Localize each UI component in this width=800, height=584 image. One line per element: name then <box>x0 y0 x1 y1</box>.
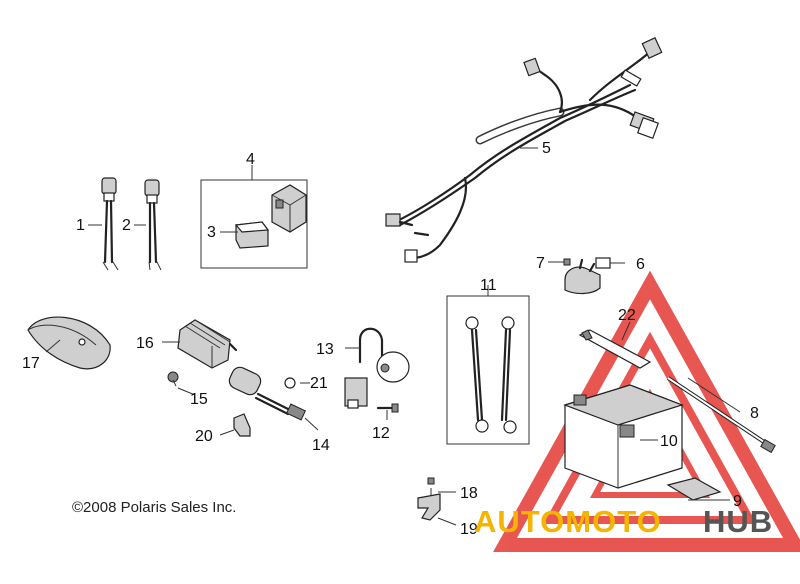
callout-6: 6 <box>636 256 645 273</box>
callout-1: 1 <box>76 217 85 234</box>
callout-8: 8 <box>750 405 759 422</box>
part-19-clamp <box>417 493 441 521</box>
watermark-text-secondary: HUB <box>703 504 773 539</box>
part-18-nut <box>427 477 435 496</box>
part-13-ignition-coil <box>344 327 410 409</box>
callout-labels: 1 2 3 4 5 6 7 8 9 10 11 12 13 14 15 16 1… <box>22 140 759 538</box>
watermark-text-primary: AUTOMOTO <box>474 504 662 539</box>
callout-22: 22 <box>618 307 636 324</box>
callout-5: 5 <box>542 140 551 157</box>
part-22-battery-strap <box>578 329 652 369</box>
part-6-starter-solenoid <box>564 257 611 295</box>
callout-16: 16 <box>136 335 154 352</box>
callout-19: 19 <box>460 521 478 538</box>
callout-10: 10 <box>660 433 678 450</box>
part-21-o-ring <box>284 377 296 389</box>
callout-15: 15 <box>190 391 208 408</box>
callout-18: 18 <box>460 485 478 502</box>
callout-14: 14 <box>312 437 330 454</box>
callout-11: 11 <box>480 277 497 294</box>
part-15-bolt <box>167 371 179 387</box>
callout-21: 21 <box>310 375 328 392</box>
part-7-nut <box>563 258 571 266</box>
part-16-voltage-regulator <box>177 319 238 369</box>
copyright-text: ©2008 Polaris Sales Inc. <box>72 499 236 516</box>
part-12-screw <box>376 403 399 413</box>
callout-20: 20 <box>195 428 213 445</box>
leader-lines <box>45 147 741 526</box>
callout-9: 9 <box>733 493 742 510</box>
part-5-main-harness <box>385 36 663 263</box>
kit-box-4 <box>200 179 308 269</box>
part-11-battery-cables <box>465 316 517 434</box>
part-1-harness <box>101 177 119 271</box>
kit-box-11 <box>446 295 530 445</box>
part-2-harness <box>144 179 162 271</box>
part-10-battery <box>563 384 684 489</box>
watermark-text: AUTOMOTO HUB <box>474 504 773 539</box>
part-4-module <box>271 184 307 233</box>
callout-4: 4 <box>246 151 255 168</box>
callout-3: 3 <box>207 224 216 241</box>
callout-2: 2 <box>122 217 131 234</box>
callout-13: 13 <box>316 341 334 358</box>
part-17-cover <box>27 316 111 370</box>
part-14-ignition-switch <box>228 366 307 421</box>
part-9-battery-pad <box>666 477 722 501</box>
callout-7: 7 <box>536 255 545 272</box>
part-8-cable-tie <box>666 376 776 454</box>
part-20-bracket <box>233 413 251 437</box>
callout-17: 17 <box>22 355 40 372</box>
part-3-relay <box>234 221 270 249</box>
callout-12: 12 <box>372 425 390 442</box>
